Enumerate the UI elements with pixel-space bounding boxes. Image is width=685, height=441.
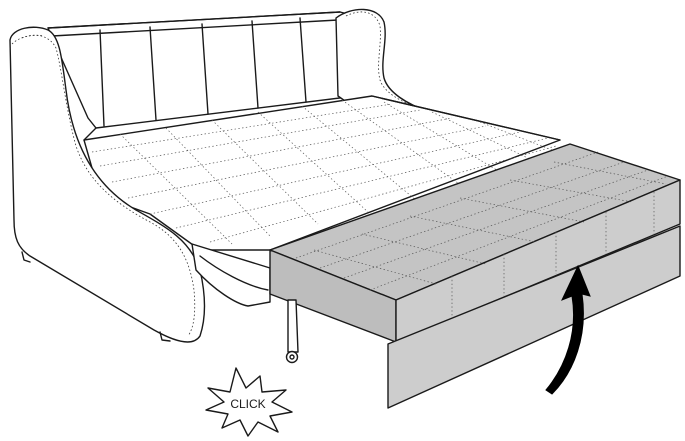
click-burst-icon: CLICK [206,368,292,436]
support-leg [287,300,299,363]
click-label: CLICK [230,397,265,411]
